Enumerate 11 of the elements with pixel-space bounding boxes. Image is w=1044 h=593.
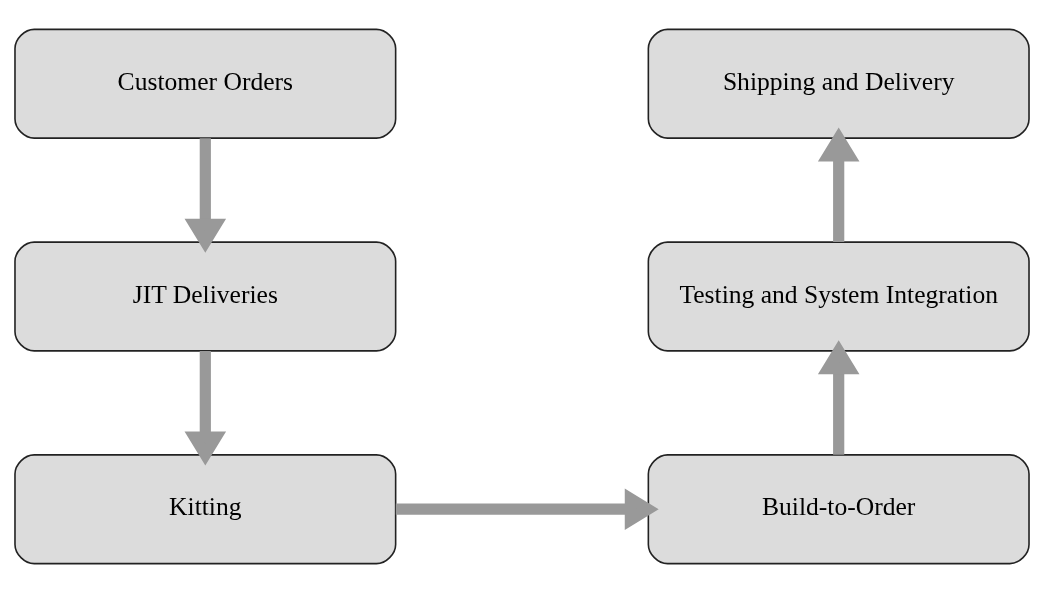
node-box: Kitting: [14, 454, 397, 565]
node-box: Build-to-Order: [647, 454, 1030, 565]
arrow: [817, 340, 860, 455]
node-box: Customer Orders: [14, 28, 397, 139]
node-box: Shipping and Delivery: [647, 28, 1030, 139]
arrow: [395, 488, 659, 530]
node-box: JIT Deliveries: [14, 241, 397, 352]
arrow: [817, 127, 860, 243]
arrow: [184, 138, 227, 253]
node-box: Testing and System Integration: [647, 241, 1030, 352]
arrow: [184, 351, 227, 466]
